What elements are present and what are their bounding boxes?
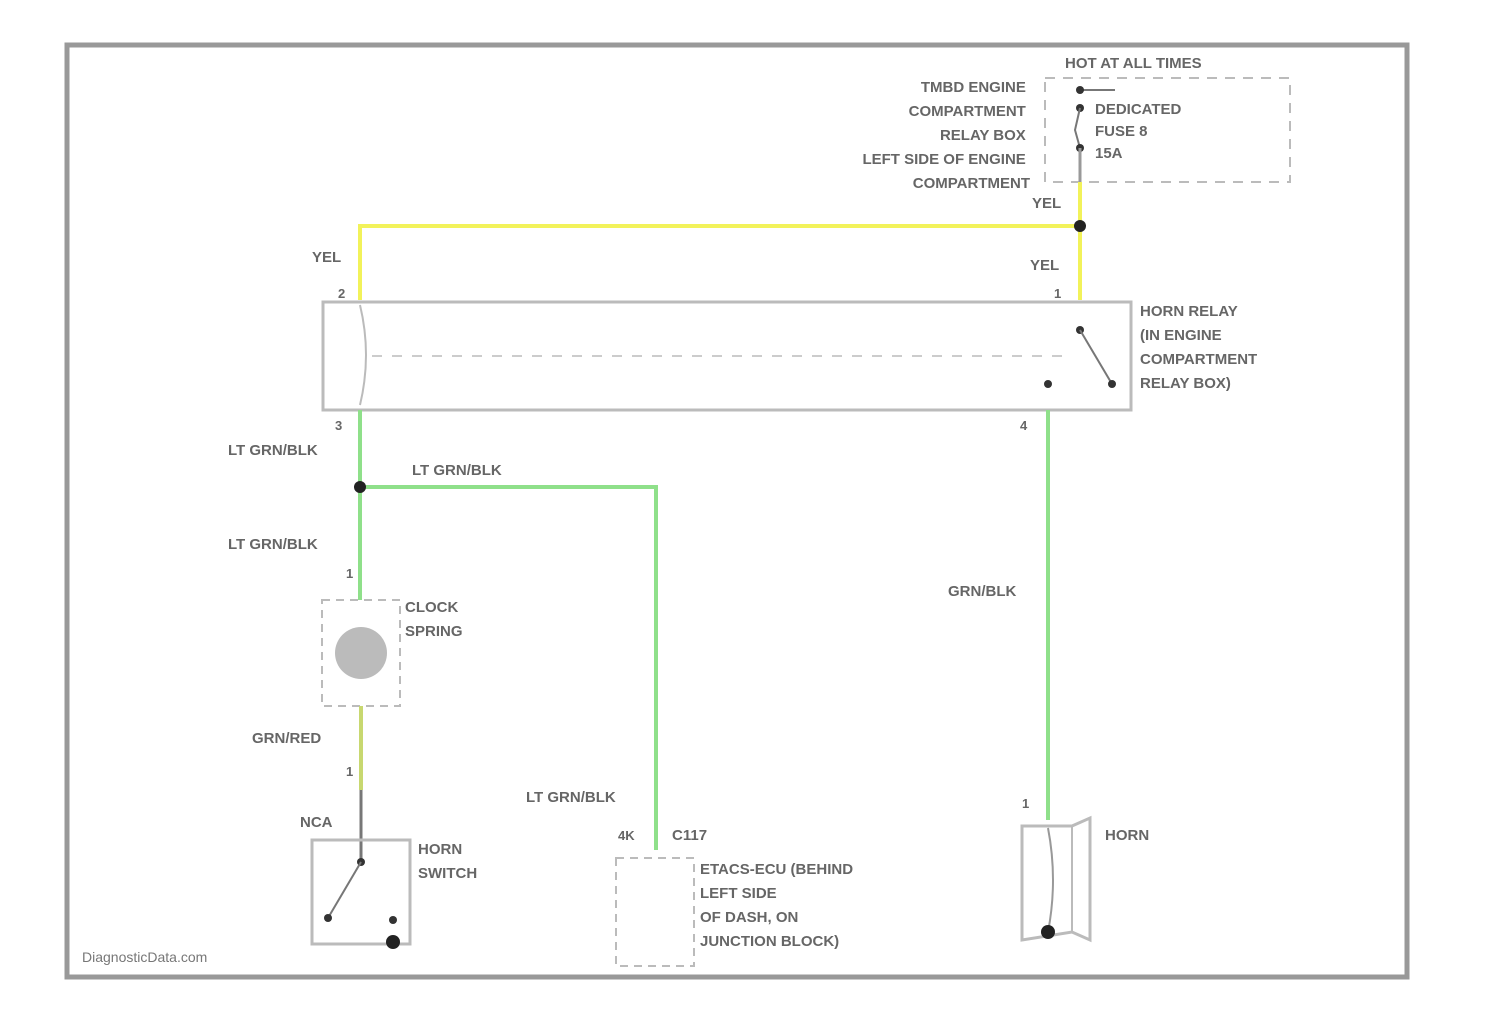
svg-text:C117: C117 [672, 827, 707, 844]
svg-text:LT GRN/BLK: LT GRN/BLK [526, 789, 616, 806]
splice-dot [1074, 220, 1086, 232]
clock-spring-icon [335, 627, 387, 679]
svg-text:1: 1 [346, 764, 353, 779]
svg-text:3: 3 [335, 418, 342, 433]
svg-text:LT GRN/BLK: LT GRN/BLK [412, 462, 502, 479]
svg-text:YEL: YEL [312, 249, 341, 266]
svg-text:GRN/BLK: GRN/BLK [948, 583, 1016, 600]
svg-text:1: 1 [1054, 286, 1061, 301]
svg-text:LT GRN/BLK: LT GRN/BLK [228, 442, 318, 459]
horn-label: HORN [1105, 827, 1149, 844]
svg-text:NCA: NCA [300, 814, 333, 831]
hot-at-all-times-label: HOT AT ALL TIMES [1065, 55, 1202, 72]
ground-icon [386, 935, 400, 949]
horn-relay: 2 1 3 4 HORN RELAY (IN ENGINE COMPARTMEN… [323, 286, 1261, 433]
svg-text:LT GRN/BLK: LT GRN/BLK [228, 536, 318, 553]
splice-dot [354, 481, 366, 493]
ground-icon [1041, 925, 1055, 939]
svg-text:2: 2 [338, 286, 345, 301]
svg-text:1: 1 [346, 566, 353, 581]
svg-text:4K: 4K [618, 828, 635, 843]
watermark: DiagnosticData.com [82, 949, 207, 965]
svg-text:GRN/RED: GRN/RED [252, 730, 321, 747]
svg-text:1: 1 [1022, 796, 1029, 811]
svg-text:YEL: YEL [1032, 195, 1061, 212]
svg-text:YEL: YEL [1030, 257, 1059, 274]
svg-text:4: 4 [1020, 418, 1028, 433]
diagram-frame [67, 45, 1407, 977]
